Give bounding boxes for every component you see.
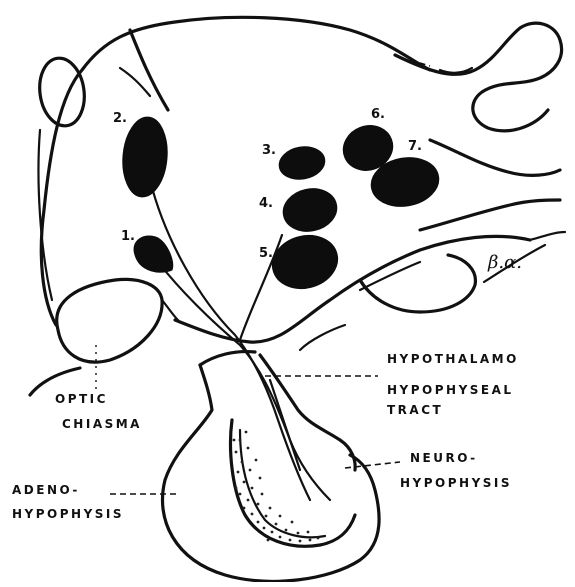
- labels: OPTIC CHIASMA HYPOTHALAMO HYPOPHYSEAL TR…: [12, 352, 519, 521]
- nucleus-5: [266, 228, 343, 295]
- nucleus-2: [120, 115, 171, 199]
- label-adeno: ADENO-: [12, 483, 80, 497]
- number-2: 2.: [113, 111, 127, 126]
- label-tract: TRACT: [387, 403, 443, 417]
- nucleus-4: [279, 184, 341, 236]
- number-5: 5.: [259, 246, 273, 261]
- label-hypothalamo: HYPOTHALAMO: [387, 352, 519, 366]
- number-3: 3.: [262, 143, 276, 158]
- number-4: 4.: [259, 196, 273, 211]
- label-chiasma: CHIASMA: [62, 417, 142, 431]
- number-7: 7.: [408, 139, 422, 154]
- label-optic: OPTIC: [55, 392, 108, 406]
- nuclei: [120, 115, 443, 295]
- nucleus-3: [277, 143, 328, 183]
- stippled-pars-intermedia: [233, 431, 320, 543]
- nucleus-1: [134, 236, 173, 272]
- pituitary-gland: [163, 325, 380, 581]
- number-6: 6.: [371, 107, 385, 122]
- label-neurohypophysis: HYPOPHYSIS: [400, 476, 512, 490]
- number-1: 1.: [121, 229, 135, 244]
- label-hypophyseal: HYPOPHYSEAL: [387, 383, 514, 397]
- anterior-commissure-shape: [35, 55, 88, 128]
- label-adenohypophysis: HYPOPHYSIS: [12, 507, 124, 521]
- label-neuro: NEURO-: [410, 451, 478, 465]
- optic-chiasma-shape: [57, 279, 180, 362]
